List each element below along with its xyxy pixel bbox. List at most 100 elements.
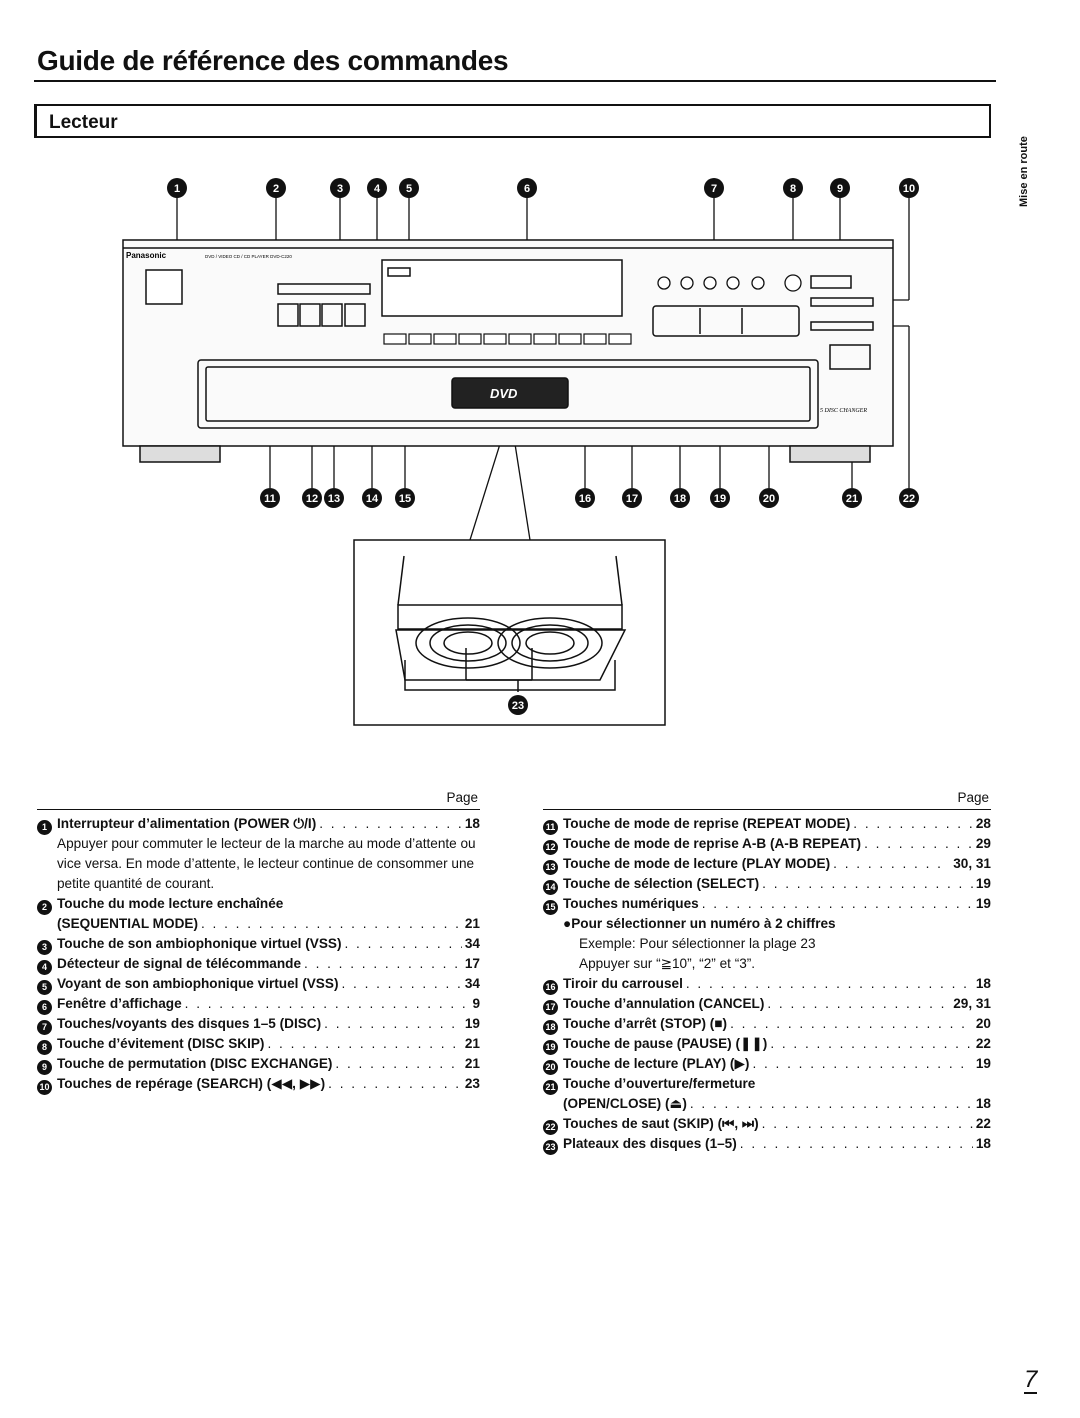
legend-item: 18 Touche d’arrêt (STOP) (■) 20 [543, 1014, 991, 1035]
callout-15: 15 [399, 493, 411, 505]
leader-dots [767, 994, 950, 1014]
item-number: 6 [37, 999, 52, 1015]
callout-2: 2 [273, 183, 279, 195]
item-number: 20 [543, 1059, 558, 1075]
callout-9: 9 [837, 183, 843, 195]
item-page: 18 [975, 1096, 991, 1111]
leader-dots [201, 914, 462, 934]
legend-item: 3 Touche de son ambiophonique virtuel (V… [37, 934, 480, 955]
page-column-header: Page [957, 790, 989, 805]
item-page: 28 [975, 816, 991, 831]
item-page: 17 [464, 956, 480, 971]
legend-item: 9 Touche de permutation (DISC EXCHANGE) … [37, 1054, 480, 1075]
leader-dots [853, 814, 973, 834]
item-label: Voyant de son ambiophonique virtuel (VSS… [57, 976, 339, 991]
leader-dots [762, 874, 973, 894]
item-number: 4 [37, 959, 52, 975]
item-number: 13 [543, 859, 558, 875]
item-number: 18 [543, 1019, 558, 1035]
item-number: 12 [543, 839, 558, 855]
legend-item: 5 Voyant de son ambiophonique virtuel (V… [37, 974, 480, 995]
item-page: 19 [975, 896, 991, 911]
item-page: 21 [464, 1056, 480, 1071]
item-number: 5 [37, 979, 52, 995]
callout-16: 16 [579, 493, 591, 505]
item-label: Touche d’annulation (CANCEL) [563, 996, 765, 1011]
item-label: Touches de saut (SKIP) (⏮, ⏭) [563, 1116, 759, 1131]
legend-item-cont: (OPEN/CLOSE) (⏏) 18 [543, 1094, 991, 1114]
item-label: Touche de sélection (SELECT) [563, 876, 760, 891]
item-number: 19 [543, 1039, 558, 1055]
item-label: Touche d’évitement (DISC SKIP) [57, 1036, 265, 1051]
legend-item: 11 Touche de mode de reprise (REPEAT MOD… [543, 814, 991, 835]
leader-dots [267, 1034, 461, 1054]
item-page: 34 [464, 936, 480, 951]
item-page: 21 [464, 916, 480, 931]
leader-dots [319, 814, 462, 834]
legend-item: 13 Touche de mode de lecture (PLAY MODE)… [543, 854, 991, 875]
page-title: Guide de référence des commandes [37, 45, 509, 76]
legend-item-cont: (SEQUENTIAL MODE) 21 [37, 914, 480, 934]
leader-dots [341, 974, 461, 994]
item-number: 22 [543, 1119, 558, 1135]
legend-item: 1 Interrupteur d’alimentation (POWER ⏻/I… [37, 814, 480, 835]
item-page: 19 [464, 1016, 480, 1031]
callout-14: 14 [366, 493, 379, 505]
item-page: 9 [472, 996, 480, 1011]
item-number: 17 [543, 999, 558, 1015]
leader-dots [740, 1134, 973, 1154]
item-label: Touche de son ambiophonique virtuel (VSS… [57, 936, 342, 951]
changer-logo: 5 DISC CHANGER [820, 408, 867, 414]
item-label: Touche du mode lecture enchaînée [57, 896, 284, 911]
section-title: Lecteur [49, 112, 118, 133]
item-page: 20 [975, 1016, 991, 1031]
leader-dots [335, 1054, 461, 1074]
legend-item: 22 Touches de saut (SKIP) (⏮, ⏭) 22 [543, 1114, 991, 1135]
item-page: 29, 31 [953, 996, 991, 1011]
item-page: 21 [464, 1036, 480, 1051]
item-page: 30, 31 [953, 856, 991, 871]
leader-dots [770, 1034, 973, 1054]
item-number: 23 [543, 1139, 558, 1155]
item-number: 3 [37, 939, 52, 955]
legend-right: Page 11 Touche de mode de reprise (REPEA… [543, 788, 991, 1155]
item-label: Touche d’arrêt (STOP) (■) [563, 1016, 728, 1031]
item-label: Touches de repérage (SEARCH) (◀◀, ▶▶) [57, 1076, 326, 1091]
legend-item: 19 Touche de pause (PAUSE) (❚❚) 22 [543, 1034, 991, 1055]
model-line: DVD / VIDEO CD / CD PLAYER DVD-C220 [205, 254, 292, 259]
legend-item: 10 Touches de repérage (SEARCH) (◀◀, ▶▶)… [37, 1074, 480, 1095]
legend-item: 7 Touches/voyants des disques 1–5 (DISC)… [37, 1014, 480, 1035]
callouts-bottom: 11 12 13 14 15 16 17 18 19 20 21 22 [260, 488, 919, 508]
callout-11: 11 [264, 493, 276, 505]
leader-dots [328, 1074, 462, 1094]
legend-item: 4 Détecteur de signal de télécommande 17 [37, 954, 480, 975]
callout-3: 3 [337, 183, 343, 195]
item-label: Détecteur de signal de télécommande [57, 956, 302, 971]
item-number: 11 [543, 819, 558, 835]
legend-left: Page 1 Interrupteur d’alimentation (POWE… [37, 788, 480, 1095]
legend-item: 12 Touche de mode de reprise A-B (A-B RE… [543, 834, 991, 855]
item-page: 18 [975, 976, 991, 991]
callout-19: 19 [714, 493, 726, 505]
item-page: 19 [975, 1056, 991, 1071]
brand-logo: Panasonic [126, 251, 167, 260]
item-label: Touche d’ouverture/fermeture [563, 1076, 756, 1091]
callout-7: 7 [711, 183, 717, 195]
section-header: Lecteur [34, 104, 991, 138]
item-page: 18 [464, 816, 480, 831]
leader-dots [752, 1054, 972, 1074]
item-number: 9 [37, 1059, 52, 1075]
callout-6: 6 [524, 183, 530, 195]
callout-17: 17 [626, 493, 638, 505]
leader-dots [833, 854, 950, 874]
leader-dots [864, 834, 973, 854]
item-page: 22 [975, 1036, 991, 1051]
legend-item: 21 Touche d’ouverture/fermeture [543, 1074, 991, 1095]
item-label: Plateaux des disques (1–5) [563, 1136, 737, 1151]
callouts-top: 1 2 3 4 5 6 7 8 9 10 [167, 178, 919, 198]
callout-20: 20 [763, 493, 775, 505]
item-page: 29 [975, 836, 991, 851]
legend-item: 14 Touche de sélection (SELECT) 19 [543, 874, 991, 895]
page-column-header: Page [446, 790, 478, 805]
item-number: 16 [543, 979, 558, 995]
